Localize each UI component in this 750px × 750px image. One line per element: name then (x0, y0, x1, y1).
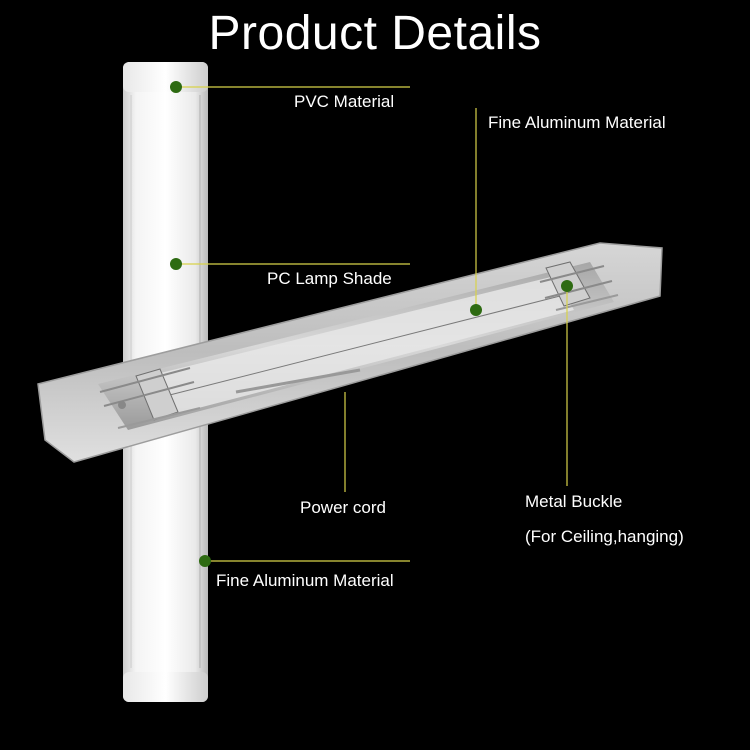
callout-dot-pvc (170, 81, 182, 93)
callout-dot-lamp-shade (170, 258, 182, 270)
callout-dot-aluminum-bottom (199, 555, 211, 567)
label-fine-aluminum-bottom: Fine Aluminum Material (216, 571, 394, 590)
label-fine-aluminum-top: Fine Aluminum Material (488, 113, 666, 132)
tilted-lamp-tray-image (37, 242, 663, 463)
callout-dot-aluminum-top (470, 304, 482, 316)
label-power-cord: Power cord (300, 498, 386, 517)
label-metal-buckle: Metal Buckle (525, 492, 623, 511)
leader-lines (176, 86, 568, 562)
label-metal-buckle-note: (For Ceiling,hanging) (525, 527, 684, 546)
label-pvc-material: PVC Material (294, 92, 395, 111)
page-title: Product Details (208, 7, 542, 60)
callout-dot-metal-buckle (561, 280, 573, 292)
label-pc-lamp-shade: PC Lamp Shade (267, 269, 392, 288)
